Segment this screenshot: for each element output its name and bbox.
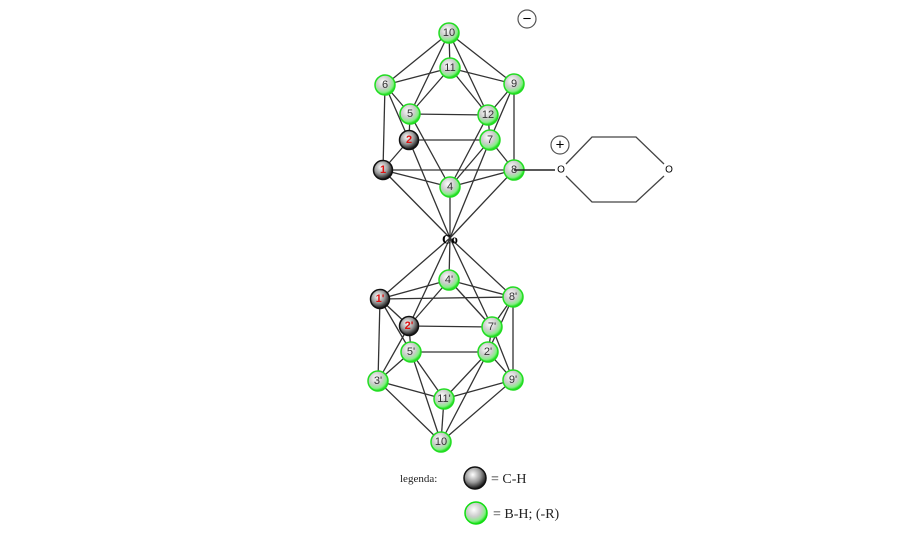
atom-label: 10 [443,27,455,39]
svg-text:+: + [556,137,565,154]
atom-label: 11 [444,62,455,74]
boron-atom-b12: 2' [477,341,499,363]
bond-t6-t1 [382,84,386,171]
cobalt-atom: Co [442,232,458,247]
atom-label: 7' [488,321,496,333]
atom-label: 1' [376,293,385,305]
carbon-atom-t1: 1 [372,159,394,181]
atom-label: 4 [447,181,453,193]
boron-atom-t12: 12 [477,104,499,126]
minus-charge: − [517,9,537,29]
oxygen-left: O [557,165,565,176]
bond-b1-b3 [377,298,381,382]
carbon-atom-t2: 2 [398,129,420,151]
atom-label: 5' [407,346,415,358]
legend-carbon-text: = C-H [491,472,527,487]
plus-charge: + [550,135,570,155]
atom-label: 9 [511,78,517,90]
bond-b10-b5 [410,351,442,443]
bond-b9-b11 [443,379,514,400]
carbon-atom-b2: 2' [398,315,420,337]
atom-label: 12 [482,109,494,121]
atom-label: 10 [435,436,447,448]
bond-t1-Co [382,169,451,239]
atom-label: 7 [487,134,493,146]
boron-atom-b8: 8' [502,286,524,308]
bond-t5-t4 [409,113,451,188]
boron-atom-t6: 6 [374,74,396,96]
bond-t11-t9 [449,67,515,85]
dioxane-ring: O O [514,136,673,203]
legend-boron-text: = B-H; (-R) [493,507,560,522]
bond-b2-Co [408,237,451,327]
bond-b1-Co [379,237,451,300]
boron-atom-t5: 5 [399,103,421,125]
bond-b10-b9 [440,379,514,443]
bond-t8-Co [449,169,515,239]
boron-atom-t4: 4 [439,176,461,198]
bond-b3-b11 [377,380,445,400]
bond-t1-t4 [382,169,451,188]
atom-label: 8' [509,291,517,303]
bond-b10-b3 [377,380,442,443]
legend-title: legenda: [400,473,437,485]
bond-b7-Co [449,237,493,328]
atom-label: 4' [445,274,453,286]
atom-label: 6 [382,79,388,91]
carbon-atom-b1: 1' [369,288,391,310]
bond-b1-b8 [379,296,514,300]
bond-t2-Co [408,139,451,239]
boron-atom-b3: 3' [367,370,389,392]
svg-text:−: − [523,11,532,28]
atom-label: 3' [374,375,382,387]
atom-label: 9' [509,374,517,386]
atom-label: 2' [405,320,414,332]
bond-t12-t4 [449,114,489,188]
boron-atom-t9: 9 [503,73,525,95]
bond-t10-t9 [448,32,515,85]
bond-b8-Co [449,237,514,298]
bond-t8-t4 [449,169,515,188]
atom-label: 1 [380,164,386,176]
legend-carbon-ball [463,466,487,490]
bond-b4-b8 [448,279,514,298]
atom-label: 2' [484,346,492,358]
boron-atom-b11: 11' [433,388,455,410]
boron-atom-b9: 9' [502,369,524,391]
boron-atom-b4: 4' [438,269,460,291]
boron-atom-t11: 11 [439,57,461,79]
bond-t10-t12 [448,32,489,116]
boron-atom-b5: 5' [400,341,422,363]
legend-boron-ball [464,501,488,525]
bond-b10-b12 [440,351,489,443]
bond-b4-b1 [379,279,450,300]
atom-label: 2 [406,134,412,146]
boron-atom-t7: 7 [479,129,501,151]
bond-t11-t6 [384,67,451,86]
bond-b2-b7 [408,325,493,328]
bond-t5-t12 [409,113,489,116]
atom-label: 5 [407,108,413,120]
boron-atom-t10: 10 [438,22,460,44]
legend: legenda: = C-H = B-H; (-R) [400,466,560,525]
bond-t10-t6 [384,32,450,86]
bond-t7-Co [449,139,491,239]
boron-atom-b7: 7' [481,316,503,338]
boron-atom-b10: 10 [430,431,452,453]
atom-label: 11' [437,393,451,405]
oxygen-right: O [665,165,673,176]
